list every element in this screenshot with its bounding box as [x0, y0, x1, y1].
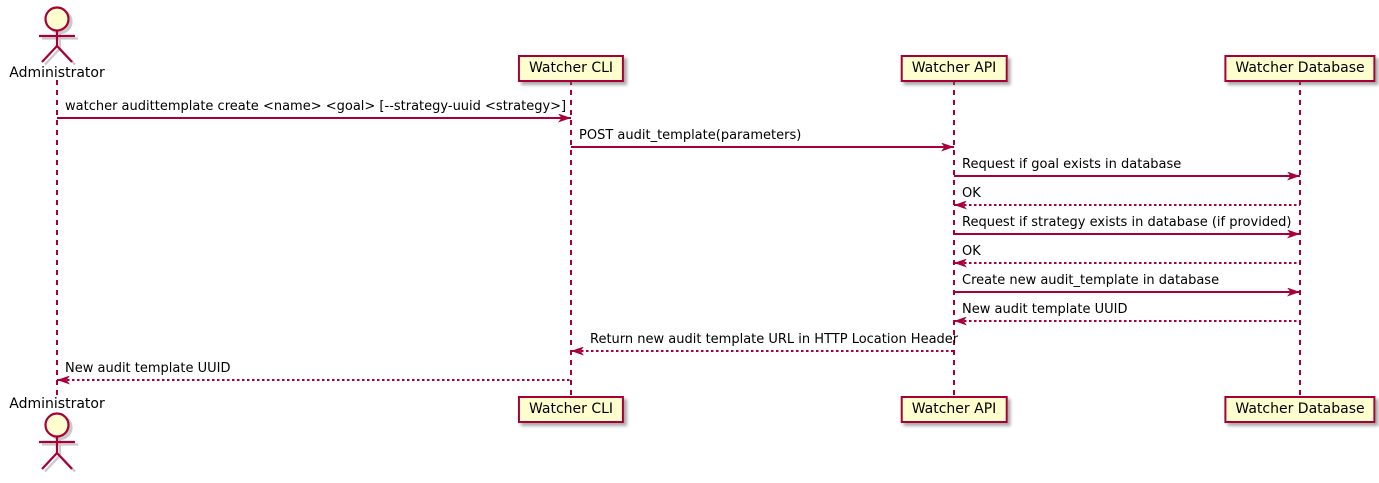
message-line-8 — [954, 320, 1300, 322]
arrowhead-icon — [941, 142, 954, 152]
message-label-5: Request if strategy exists in database (… — [962, 215, 1292, 230]
message-line-10 — [57, 379, 571, 381]
arrowhead-icon — [1287, 171, 1300, 181]
message-label-3: Request if goal exists in database — [962, 157, 1182, 172]
arrowhead-icon — [1287, 229, 1300, 239]
administrator-actor-icon-bottom — [39, 412, 78, 473]
message-label-6: OK — [962, 244, 981, 259]
message-label-7: Create new audit_template in database — [962, 273, 1220, 288]
administrator-actor-icon-top — [39, 6, 78, 65]
message-line-1 — [57, 117, 571, 119]
administrator-label-bottom: Administrator — [9, 396, 105, 412]
arrowhead-icon — [57, 375, 70, 385]
arrowhead-icon — [571, 346, 584, 356]
message-line-2 — [571, 146, 954, 148]
message-line-6 — [954, 262, 1300, 264]
message-label-9: Return new audit template URL in HTTP Lo… — [590, 332, 959, 347]
lifeline-watcher-database — [1299, 80, 1301, 397]
message-label-1: watcher audittemplate create <name> <goa… — [65, 99, 567, 114]
participant-watcher-cli-top: Watcher CLI — [517, 55, 625, 82]
message-label-8: New audit template UUID — [962, 302, 1128, 317]
message-line-3 — [954, 175, 1300, 177]
participant-watcher-database-bottom: Watcher Database — [1224, 396, 1376, 423]
administrator-label-top: Administrator — [9, 65, 105, 81]
lifeline-watcher-cli — [570, 80, 572, 397]
participant-watcher-database-top: Watcher Database — [1224, 55, 1376, 82]
lifeline-watcher-api — [953, 80, 955, 397]
arrowhead-icon — [954, 200, 967, 210]
message-line-5 — [954, 233, 1300, 235]
participant-watcher-api-top: Watcher API — [900, 55, 1008, 82]
lifeline-administrator — [56, 80, 58, 397]
message-label-4: OK — [962, 186, 981, 201]
arrowhead-icon — [954, 316, 967, 326]
participant-watcher-api-bottom: Watcher API — [900, 396, 1008, 423]
message-line-9 — [571, 350, 954, 352]
message-line-7 — [954, 291, 1300, 293]
message-line-4 — [954, 204, 1300, 206]
arrowhead-icon — [558, 113, 571, 123]
message-label-2: POST audit_template(parameters) — [579, 128, 802, 143]
arrowhead-icon — [954, 258, 967, 268]
arrowhead-icon — [1287, 287, 1300, 297]
message-label-10: New audit template UUID — [65, 361, 231, 376]
participant-watcher-cli-bottom: Watcher CLI — [517, 396, 625, 423]
